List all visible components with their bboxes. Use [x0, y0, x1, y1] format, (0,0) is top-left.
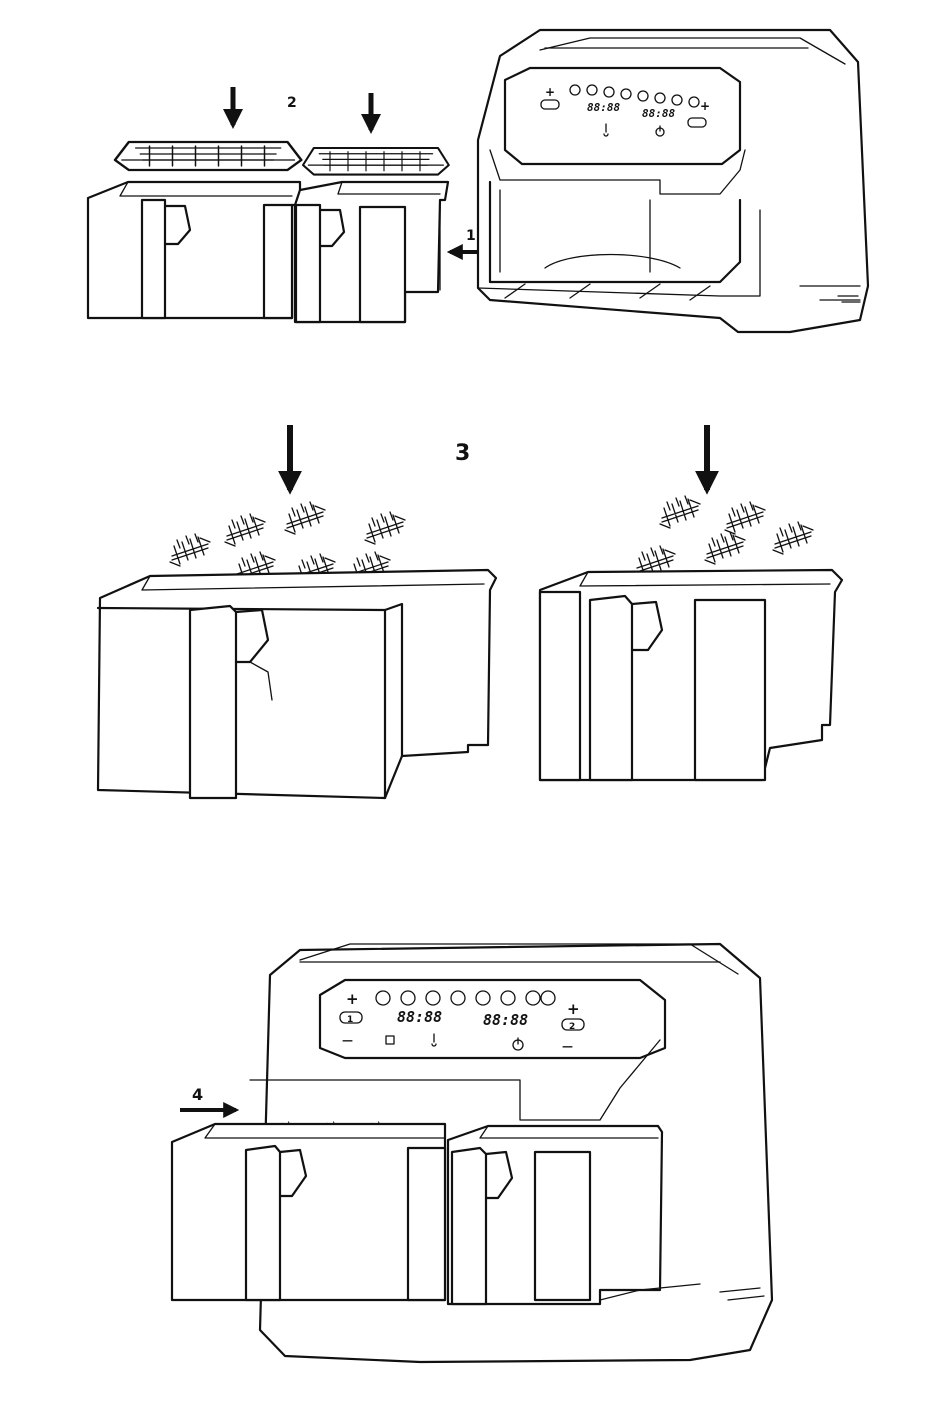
left-display: 88:88: [587, 101, 620, 114]
step-3-label: 3: [455, 441, 470, 466]
left-display-front: 88:88: [397, 1008, 442, 1026]
air-fryer-open: 88:88 88:88 + +: [478, 30, 868, 332]
step-4-illustration: 4 88:88 88:88 + +: [172, 944, 772, 1362]
crisper-plate-left: [115, 142, 301, 170]
key-2: 2: [569, 1022, 575, 1032]
plus-left: +: [545, 85, 555, 99]
basket-pair: [88, 182, 448, 322]
key-1: 1: [347, 1015, 353, 1025]
minus-right-front: —: [562, 1040, 573, 1053]
right-display-front: 88:88: [483, 1011, 528, 1029]
step-1-label: 1: [466, 228, 476, 244]
large-basket: [98, 570, 496, 798]
plus-right: +: [700, 99, 710, 113]
crisper-plate-right: [303, 148, 449, 175]
right-display: 88:88: [642, 107, 675, 120]
step-2-label: 2: [287, 95, 297, 111]
plus-right-front: +: [567, 1000, 580, 1018]
step-4-label: 4: [192, 1085, 203, 1104]
minus-left-front: —: [342, 1034, 353, 1047]
step-1-2-illustration: 2 1: [88, 30, 868, 332]
plus-left-front: +: [346, 990, 359, 1008]
small-basket: [540, 570, 842, 780]
fries-icon: [635, 496, 813, 578]
step-3-illustration: 3: [98, 425, 842, 798]
air-fryer-closed: 88:88 88:88 + + 1 2 — —: [172, 944, 772, 1362]
